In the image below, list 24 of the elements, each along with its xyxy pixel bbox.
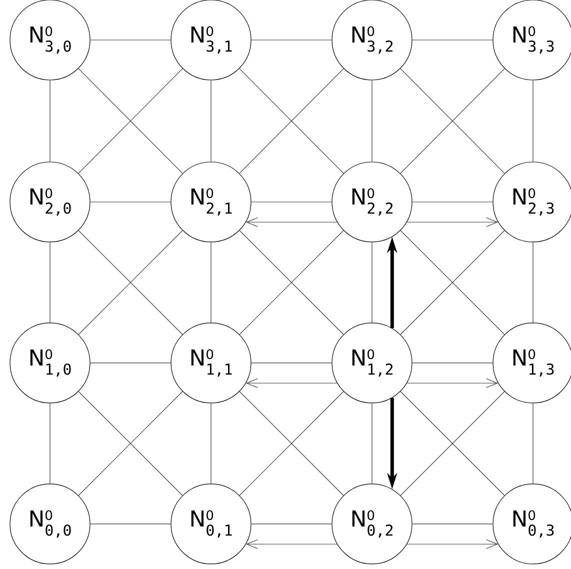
arrow (246, 217, 338, 227)
crossing-lines (239, 68, 344, 174)
connector-line (210, 80, 212, 162)
crossing-lines (239, 230, 344, 335)
arrow (246, 378, 338, 388)
crossing-lines (400, 68, 505, 174)
connector-line (251, 362, 332, 364)
connector-line (210, 402, 212, 484)
connector-line (210, 242, 212, 323)
arrow (406, 539, 498, 549)
crossing-lines (78, 68, 183, 174)
connector-line (412, 362, 493, 364)
connector-line (532, 402, 534, 484)
arrow (406, 378, 498, 388)
crossing-lines (78, 391, 183, 496)
crossing-lines (239, 391, 344, 496)
connector-line (90, 362, 171, 364)
crossing-lines (400, 391, 505, 496)
connector-line (532, 242, 534, 323)
arrow (406, 217, 498, 227)
arrow (246, 539, 338, 549)
crossing-lines (400, 230, 505, 335)
crossing-lines (78, 230, 183, 335)
connector-line (532, 80, 534, 162)
